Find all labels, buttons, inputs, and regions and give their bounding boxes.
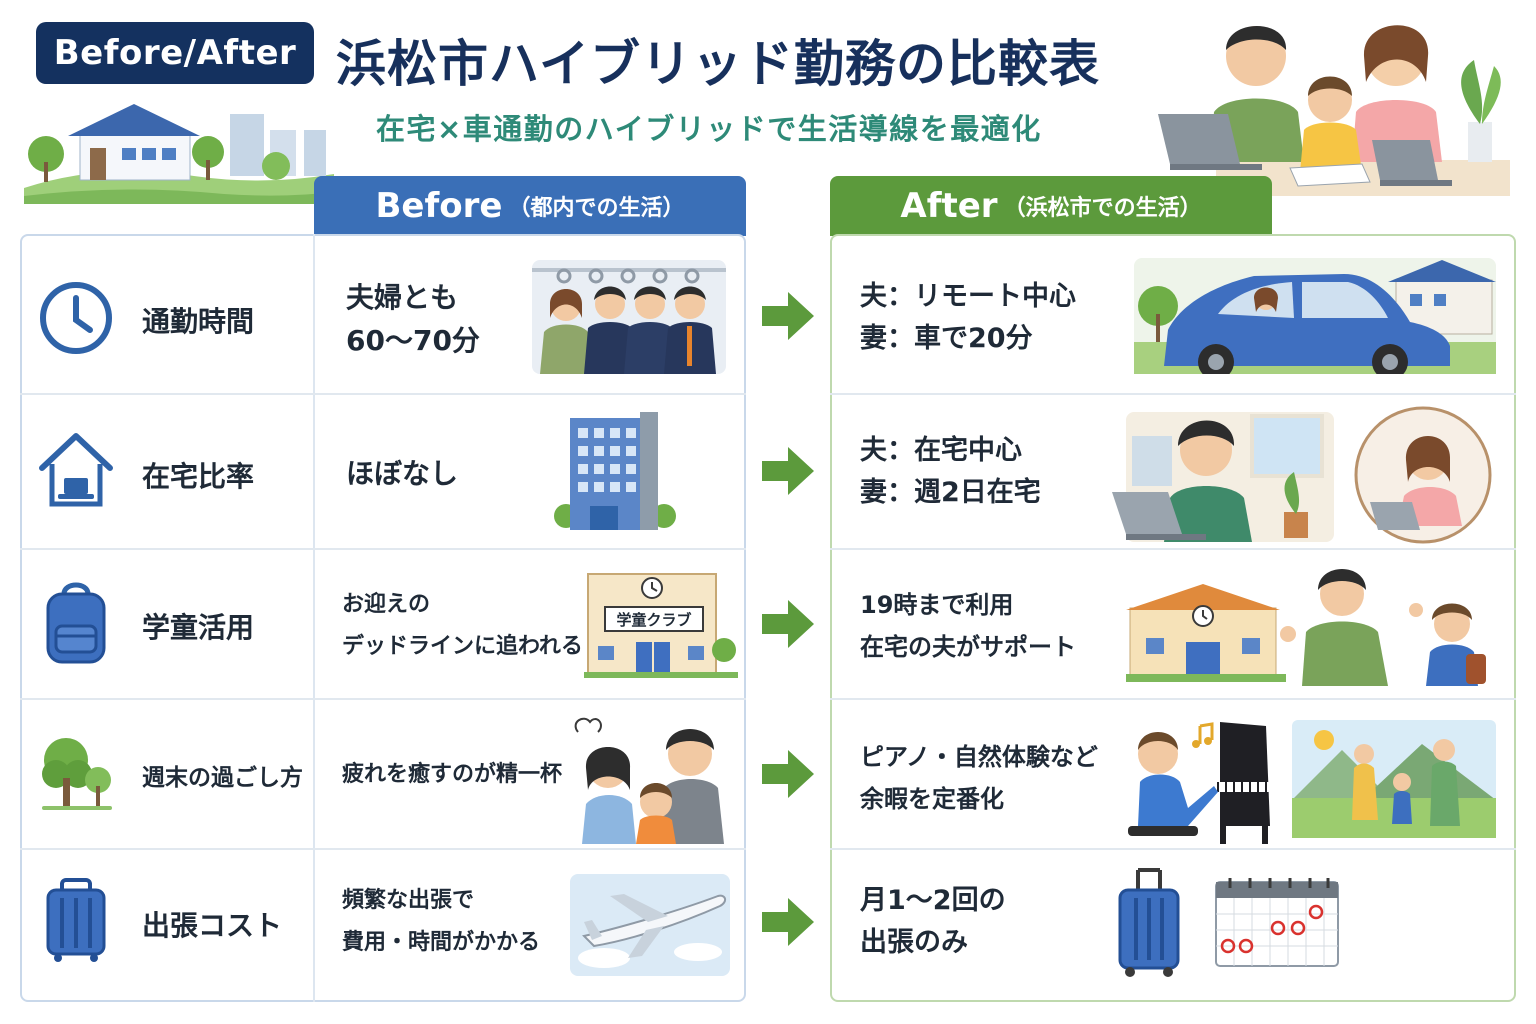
row-divider — [20, 548, 746, 550]
text-line: 妻：週2日在宅 — [860, 476, 1041, 508]
arrow-right-icon — [762, 447, 814, 495]
afterschool-sign: 学童クラブ — [604, 606, 704, 632]
tree-icon — [42, 738, 112, 810]
row-divider — [830, 848, 1516, 850]
text-line: 19時まで利用 — [860, 591, 1014, 619]
after-header-sub: （浜松市での生活） — [1003, 196, 1202, 221]
wife-working-home-illustration — [1354, 406, 1492, 544]
before-commute-text: 夫婦とも 60〜70分 — [346, 276, 480, 363]
before-table-panel — [20, 234, 746, 1002]
page-subtitle: 在宅×車通勤のハイブリッドで生活導線を最適化 — [376, 112, 1042, 146]
husband-working-home-illustration — [1112, 412, 1334, 542]
text-line: 疲れを癒すのが精一杯 — [342, 762, 563, 787]
tired-family-illustration — [574, 717, 724, 844]
after-commute-text: 夫：リモート中心 妻：車で20分 — [860, 276, 1076, 360]
crowded-train-illustration — [532, 260, 726, 374]
arrow-right-icon — [762, 898, 814, 946]
before-header-label: Before — [375, 186, 503, 226]
text-line: ピアノ・自然体験など — [860, 743, 1098, 771]
after-header-label: After — [900, 186, 998, 226]
text-line: デッドラインに追われる — [342, 633, 583, 659]
row-label-weekend: 週末の過ごし方 — [142, 765, 303, 791]
row-divider — [830, 698, 1516, 700]
suitcase-icon — [46, 878, 106, 962]
text-line: 出張のみ — [860, 926, 968, 958]
after-column-header: After （浜松市での生活） — [830, 176, 1272, 236]
text-line: 頻繁な出張で — [342, 888, 475, 913]
text-line: 夫：在宅中心 — [860, 435, 1022, 466]
car-driving-illustration — [1134, 258, 1496, 374]
airplane-illustration — [570, 874, 730, 976]
text-line: 夫婦とも — [346, 281, 459, 314]
nature-outing-illustration — [1292, 720, 1496, 838]
after-trip-text: 月1〜2回の 出張のみ — [860, 880, 1006, 964]
before-trip-text: 頻繁な出張で 費用・時間がかかる — [342, 880, 540, 964]
arrow-right-icon — [762, 292, 814, 340]
after-weekend-text: ピアノ・自然体験など 余暇を定番化 — [860, 736, 1098, 820]
page-title: 浜松市ハイブリッド勤務の比較表 — [336, 35, 1100, 93]
row-label-commute: 通勤時間 — [142, 305, 255, 338]
piano-practice-illustration — [1128, 722, 1272, 844]
before-header-sub: （都内での生活） — [508, 196, 685, 221]
row-divider — [20, 848, 746, 850]
after-table-panel — [830, 234, 1516, 1002]
family-working-illustration — [1158, 25, 1510, 196]
house-landscape-illustration — [24, 104, 334, 204]
text-line: 妻：車で20分 — [860, 322, 1033, 354]
row-divider — [20, 393, 746, 395]
rolling-suitcase-illustration — [1118, 868, 1180, 977]
arrow-right-icon — [762, 750, 814, 798]
before-afterschool-text: お迎えの デッドラインに追われる — [342, 584, 583, 668]
text-line: お迎えの — [342, 592, 431, 617]
row-label-business-trip: 出張コスト — [142, 909, 283, 942]
office-building-illustration — [554, 412, 676, 530]
home-laptop-icon — [39, 433, 113, 507]
row-label-afterschool: 学童活用 — [142, 611, 255, 644]
row-divider — [830, 393, 1516, 395]
text-line: 60〜70分 — [346, 324, 480, 358]
text-line: 費用・時間がかかる — [342, 929, 541, 955]
text-line: 夫：リモート中心 — [860, 281, 1076, 312]
before-weekend-text: 疲れを癒すのが精一杯 — [342, 754, 562, 796]
text-line: 余暇を定番化 — [860, 785, 1004, 813]
calendar-icon — [1215, 878, 1339, 967]
after-afterschool-text: 19時まで利用 在宅の夫がサポート — [860, 584, 1076, 668]
before-column-header: Before （都内での生活） — [314, 176, 746, 236]
arrow-right-icon — [762, 600, 814, 648]
school-pickup-illustration — [1126, 569, 1486, 686]
row-divider — [20, 698, 746, 700]
before-remote-text: ほぼなし — [346, 452, 458, 495]
row-label-remote-ratio: 在宅比率 — [142, 460, 255, 493]
text-line: 月1〜2回の — [860, 885, 1006, 916]
text-line: ほぼなし — [346, 457, 459, 490]
backpack-icon — [46, 582, 106, 664]
before-after-badge: Before/After — [36, 22, 314, 84]
text-line: 在宅の夫がサポート — [860, 633, 1076, 661]
column-divider — [313, 234, 315, 1002]
row-divider — [830, 548, 1516, 550]
after-remote-text: 夫：在宅中心 妻：週2日在宅 — [860, 430, 1041, 514]
afterschool-building-illustration: 学童クラブ — [584, 570, 738, 678]
clock-icon — [40, 282, 112, 354]
